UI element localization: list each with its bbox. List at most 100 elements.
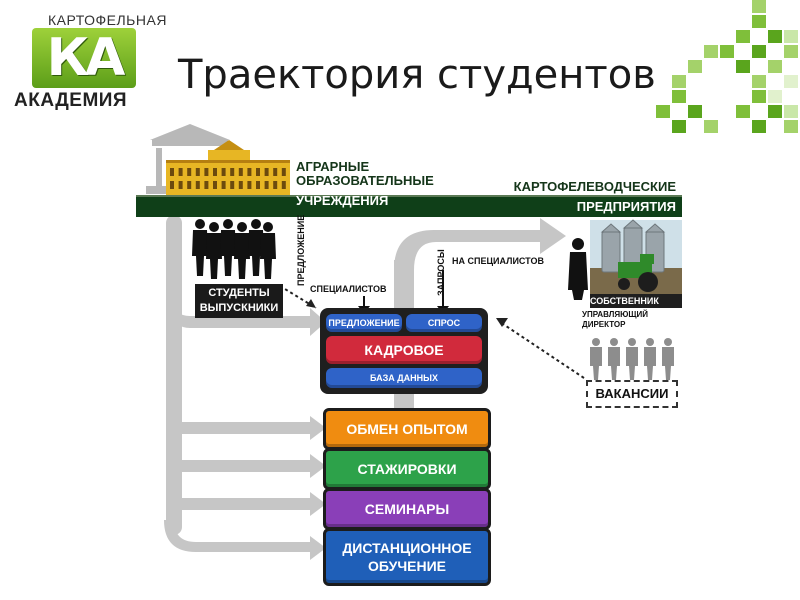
mosaic-tile — [736, 105, 750, 118]
mosaic-tile — [688, 60, 702, 73]
program-exchange-label: ОБМЕН ОПЫТОМ — [346, 421, 468, 437]
mosaic-tile — [704, 45, 718, 58]
building-window — [238, 181, 243, 189]
enterprises-line-1: КАРТОФЕЛЕВОДЧЕСКИЕ — [513, 179, 676, 194]
program-exchange-box: ОБМЕН ОПЫТОМ — [323, 408, 491, 450]
logo: КАРТОФЕЛЬНАЯ КА АКАДЕМИЯ — [10, 6, 166, 112]
program-seminars-label: СЕМИНАРЫ — [364, 501, 450, 517]
requests-vertical-label: ЗАПРОСЫ — [436, 249, 446, 296]
building-window — [247, 168, 252, 176]
building-window — [221, 181, 226, 189]
institutions-line-1: АГРАРНЫЕ — [296, 159, 370, 174]
building-window — [195, 181, 200, 189]
mosaic-tile — [784, 120, 798, 133]
mosaic-tile — [752, 45, 766, 58]
mosaic-tile — [688, 105, 702, 118]
building-window — [170, 181, 174, 189]
program-internship-box: СТАЖИРОВКИ — [323, 448, 491, 490]
building-window — [213, 181, 217, 189]
mosaic-tile — [736, 60, 750, 73]
building-window — [187, 168, 192, 176]
building-window — [213, 168, 217, 176]
students-label-box: СТУДЕНТЫ ВЫПУСКНИКИ — [195, 284, 283, 318]
program-distance-line-2: ОБУЧЕНИЕ — [368, 558, 446, 574]
mosaic-tile — [768, 60, 782, 73]
students-line-1: СТУДЕНТЫ — [208, 287, 270, 299]
mosaic-tile — [784, 75, 798, 88]
logo-bottom-text: АКАДЕМИЯ — [14, 90, 128, 111]
building-window — [273, 181, 278, 189]
director-figure — [644, 338, 656, 380]
building-window — [187, 181, 192, 189]
building-window — [256, 168, 260, 176]
building-window — [204, 181, 209, 189]
director-label: УПРАВЛЯЮЩИЙ ДИРЕКТОР — [582, 310, 648, 330]
logo-mark: КА — [32, 28, 136, 88]
mosaic-decoration — [656, 0, 798, 133]
mosaic-tile — [752, 0, 766, 13]
building-window — [221, 168, 226, 176]
program-seminars-box: СЕМИНАРЫ — [323, 488, 491, 530]
student-figure — [220, 219, 236, 276]
agency-demand-box: СПРОС — [406, 314, 482, 332]
enterprise-image — [590, 219, 682, 308]
offer-vertical-label: ПРЕДЛОЖЕНИЕ — [296, 214, 306, 286]
mosaic-tile — [656, 105, 670, 118]
vacancies-box: ВАКАНСИИ — [586, 380, 678, 408]
building-window — [204, 168, 209, 176]
mosaic-tile — [768, 105, 782, 118]
director-line-2: ДИРЕКТОР — [582, 320, 626, 329]
mosaic-tile — [784, 30, 798, 43]
director-line-1: УПРАВЛЯЮЩИЙ — [582, 310, 648, 319]
mosaic-tile — [736, 30, 750, 43]
director-figure — [662, 338, 674, 380]
mosaic-tile — [768, 90, 782, 103]
university-icon — [146, 124, 230, 194]
institutions-band — [136, 195, 682, 217]
mosaic-tile — [784, 105, 798, 118]
university-building — [166, 140, 290, 195]
program-internship-label: СТАЖИРОВКИ — [357, 461, 457, 477]
building-window — [178, 181, 183, 189]
owner-label: СОБСТВЕННИК — [590, 296, 659, 306]
logo-top-text: КАРТОФЕЛЬНАЯ — [48, 12, 167, 28]
slide-title: Траектория студентов — [178, 52, 656, 98]
building-window — [170, 168, 174, 176]
specialists-right-label: НА СПЕЦИАЛИСТОВ — [452, 256, 544, 266]
students-line-2: ВЫПУСКНИКИ — [199, 302, 279, 314]
specialists-left-label: СПЕЦИАЛИСТОВ — [310, 284, 387, 294]
institutions-label: АГРАРНЫЕ ОБРАЗОВАТЕЛЬНЫЕ УЧРЕЖДЕНИЯ — [296, 160, 434, 208]
building-window — [281, 168, 286, 176]
owner-figure — [568, 238, 588, 300]
building-window — [264, 168, 269, 176]
agency-title-box: КАДРОВОЕ АГЕНТСТВО — [326, 336, 482, 386]
enterprises-line-2: ПРЕДПРИЯТИЯ — [576, 199, 676, 214]
program-distance-line-1: ДИСТАНЦИОННОЕ — [342, 540, 472, 556]
mosaic-tile — [752, 90, 766, 103]
director-figures — [590, 338, 674, 380]
director-figure — [590, 338, 602, 380]
student-figure — [206, 222, 222, 279]
building-window — [230, 181, 235, 189]
students-silhouettes — [192, 219, 276, 279]
agency-database-box: БАЗА ДАННЫХ — [326, 368, 482, 388]
building-window — [281, 181, 286, 189]
mosaic-tile — [752, 120, 766, 133]
building-window — [264, 181, 269, 189]
building-window — [238, 168, 243, 176]
student-figure — [234, 222, 250, 279]
building-window — [230, 168, 235, 176]
building-window — [273, 168, 278, 176]
enterprises-label: КАРТОФЕЛЕВОДЧЕСКИЕ ПРЕДПРИЯТИЯ — [488, 180, 676, 214]
building-window — [195, 168, 200, 176]
student-figure — [192, 219, 208, 276]
program-distance-label: ДИСТАНЦИОННОЕ ОБУЧЕНИЕ — [326, 539, 488, 575]
building-window — [256, 181, 260, 189]
mosaic-tile — [720, 45, 734, 58]
director-figure — [626, 338, 638, 380]
program-distance-box: ДИСТАНЦИОННОЕ ОБУЧЕНИЕ — [323, 528, 491, 586]
building-window — [247, 181, 252, 189]
mosaic-tile — [704, 120, 718, 133]
mosaic-tile — [672, 120, 686, 133]
mosaic-tile — [672, 90, 686, 103]
